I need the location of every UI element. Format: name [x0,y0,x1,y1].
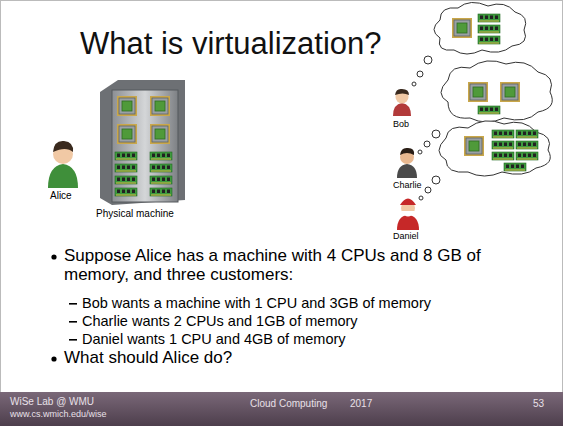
machine-caption: Physical machine [96,208,174,220]
person-name: Bob [393,119,409,129]
thought-bubble [419,121,550,200]
sub-bullet-text: Daniel wants 1 CPU and 4GB of memory [82,331,552,348]
person-icon [397,148,417,178]
person-name: Charlie [393,180,422,190]
page-number: 53 [533,398,544,410]
person-icon [48,141,78,188]
footer-text: 2017 [350,398,372,410]
footer-bar: WiSe Lab @ WMUwww.cs.wmich.edu/wise Cloud… [0,392,563,426]
footer-text: WiSe Lab @ WMU [10,396,94,408]
person-name: Daniel [393,231,419,241]
person-icon [393,89,411,116]
footer-band [0,392,563,426]
bullet-text: Suppose Alice has a machine with 4 CPUs … [64,246,514,284]
sub-bullet-text: Charlie wants 2 CPUs and 1GB of memory [82,313,552,330]
person-name: Alice [50,190,72,202]
slide-title: What is virtualization? [80,26,382,62]
physical-machine [100,80,185,205]
bullet-text: What should Alice do? [64,348,514,368]
footer-url: www.cs.wmich.edu/wise [10,409,107,419]
sub-bullet-text: Bob wants a machine with 1 CPU and 3GB o… [82,295,552,312]
footer-text: Cloud Computing [250,398,327,410]
person-icon [397,195,419,230]
